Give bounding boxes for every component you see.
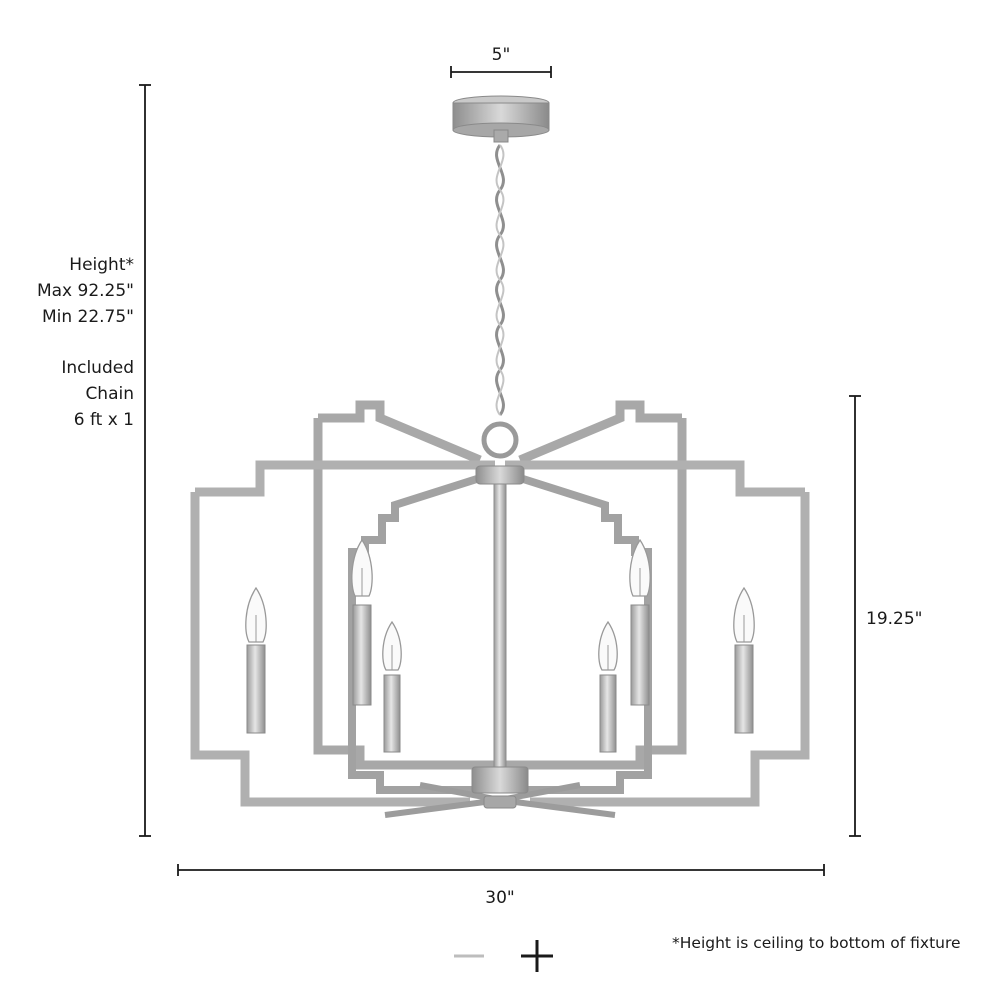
candle-light (351, 538, 373, 706)
candle-light (382, 620, 402, 753)
height-min: Min 22.75" (41, 307, 134, 327)
chain-line-2: Chain (85, 384, 134, 404)
height-label: Height* (69, 255, 134, 275)
frame-panels (190, 400, 810, 818)
canopy-width-label: 5" (491, 45, 511, 65)
chain (481, 144, 519, 459)
canopy-width-line (450, 66, 552, 78)
fixture-width-line (177, 864, 825, 876)
back-left-frame (313, 400, 498, 770)
fixture-height-line (849, 395, 861, 837)
inner-right-frame (518, 474, 652, 794)
candle-light (245, 586, 267, 734)
zoom-in-icon[interactable] (520, 936, 554, 976)
height-max: Max 92.25" (36, 281, 134, 301)
ceiling-canopy (452, 95, 550, 143)
outer-right-frame (505, 460, 810, 807)
outer-left-frame (190, 460, 495, 807)
candle-lights (245, 538, 755, 753)
chain-label: Included Chain 6 ft x 1 (0, 355, 134, 433)
back-right-frame (502, 400, 687, 770)
candle-light (598, 620, 618, 753)
dimension-lines (139, 66, 861, 876)
bottom-arms (384, 782, 616, 818)
zoom-out-icon[interactable] (453, 936, 485, 976)
height-footnote: *Height is ceiling to bottom of fixture (672, 934, 961, 952)
chain-line-1: Included (61, 358, 134, 378)
candle-light (629, 538, 651, 706)
fixture-width-label: 30" (485, 888, 515, 908)
center-hub (471, 465, 529, 809)
height-dimension-label: Height* Max 92.25" Min 22.75" (0, 252, 134, 330)
overall-height-line (139, 84, 151, 837)
candle-light (733, 586, 755, 734)
fixture-height-label: 19.25" (866, 609, 923, 629)
chain-line-3: 6 ft x 1 (73, 410, 134, 430)
